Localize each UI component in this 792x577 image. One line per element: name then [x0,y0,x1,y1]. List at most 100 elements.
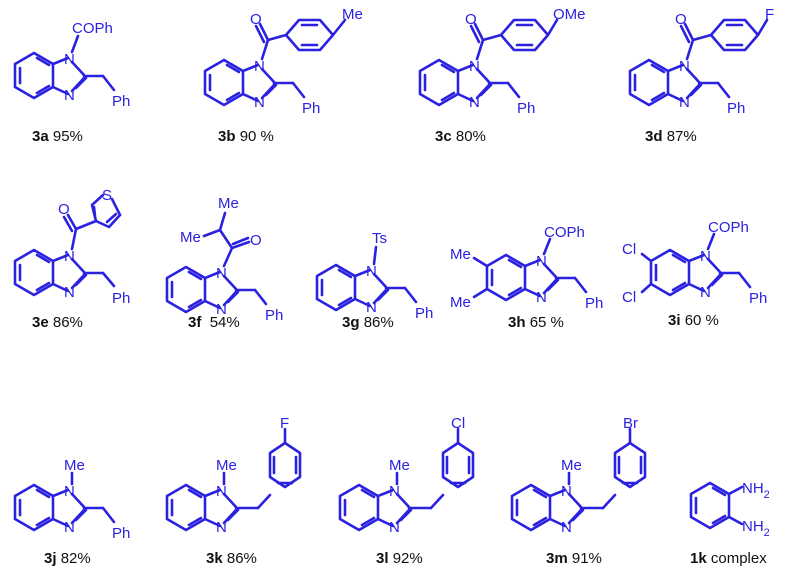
amine-upper: NH2 [742,480,770,501]
compound-3i: COPh Cl Cl N N Ph [622,219,792,332]
structure-1k: NH2 NH2 [689,480,770,539]
caption-3d: 3d 87% [645,128,697,145]
atom-n3: N [216,301,227,318]
atom-n3: N [64,519,75,536]
benzylic-group: Ph [112,93,130,110]
compound-result: 86% [363,314,394,331]
para-substituent: Br [623,415,638,432]
benzylic-group: Ph [112,525,130,542]
atom-n3: N [469,94,480,111]
compound-id: 3c [435,128,452,145]
benzylic-group: Ph [749,290,767,307]
compound-id: 1k [690,550,707,567]
n-substituent: Ts [372,230,387,247]
compound-3h: COPh Me Me N N Ph [450,224,620,335]
caption-3e-text: 3e 86% [32,314,83,331]
compound-result: 65 % [529,314,564,331]
ring-chloro-lower: Cl [622,289,636,306]
compound-3f: Me Me O N N Ph [160,190,310,330]
compound-id: 3a [32,128,49,145]
compound-3b: O N N Me Ph 3b 90 % [190,0,380,150]
compound-id: 3i [668,312,681,329]
ring-methyl-upper: Me [450,246,471,263]
atom-n3: N [64,284,75,301]
para-substituent: OMe [553,6,586,23]
atom-n1: N [389,483,400,500]
atom-n3: N [254,94,265,111]
amine-label-part: NH [742,480,764,497]
atom-n1: N [700,248,711,265]
compound-id: 3m [546,550,568,567]
compound-3d: O N N F Ph 3d 87% [615,0,785,150]
compound-result: 92% [392,550,423,567]
compound-result: 86% [226,550,257,567]
methyl-top: Me [218,195,239,212]
caption-3b: 3b 90 % [218,128,274,145]
atom-n3: N [389,519,400,536]
compound-3c: O N N OMe Ph 3c 80% [405,0,595,150]
caption-3f: 3f 54% [188,314,240,331]
carbonyl-oxygen: O [465,11,477,28]
para-substituent: Cl [451,415,465,432]
ring-chloro-upper: Cl [622,241,636,258]
atom-n3: N [216,519,227,536]
atom-n3: N [561,519,572,536]
compound-3j: Me N N Ph [0,455,150,555]
benzylic-group: Ph [302,100,320,117]
para-substituent: F [280,415,289,432]
atom-n1: N [216,265,227,282]
structure-3b: O N N Me Ph [203,6,363,117]
carbonyl-oxygen: O [58,201,70,218]
compound-3k: Me F N N [160,415,330,545]
caption-3g: 3g 86% [342,314,394,331]
benzylic-group: Ph [727,100,745,117]
structure-3c: O N N OMe Ph [418,6,586,117]
amine-label-part: 2 [764,527,770,539]
caption-3a: 3a 95% [32,128,83,145]
n-substituent: Me [389,457,410,474]
atom-n3: N [536,289,547,306]
caption-1k: 1k complex [690,550,767,567]
compound-result: 60 % [684,312,719,329]
compound-3a: N N COPh Ph 3a 95% [0,0,160,150]
compound-result: 95% [52,128,83,145]
amine-lower: NH2 [742,518,770,539]
caption-3m: 3m 91% [546,550,602,567]
atom-n3: N [700,284,711,301]
structure-3h: COPh Me Me N N Ph [450,224,603,312]
para-substituent: Me [342,6,363,23]
benzylic-group: Ph [415,305,433,322]
carbonyl-oxygen: O [250,11,262,28]
compound-3e: O S N N Ph [0,185,160,335]
compound-id: 3b [218,128,236,145]
compound-result: 91% [571,550,602,567]
atom-n1: N [64,248,75,265]
n-substituent: COPh [544,224,585,241]
atom-n1: N [64,51,75,68]
structure-3d: O N N F Ph [628,6,774,117]
n-substituent: Me [64,457,85,474]
atom-n3: N [366,299,377,316]
para-substituent: F [765,6,774,23]
caption-3l: 3l 92% [376,550,423,567]
structure-3a: N N COPh Ph [13,20,130,110]
benzylic-group: Ph [585,295,603,312]
benzylic-group: Ph [112,290,130,307]
compound-id: 3k [206,550,223,567]
structure-3k: Me F N N [165,415,302,536]
compound-id: 3f [188,314,202,331]
atom-n1: N [254,58,265,75]
compound-3m: Me Br N N [505,415,675,545]
structure-3m: Me Br N N [510,415,647,536]
carbonyl-oxygen: O [250,232,262,249]
structure-3l: Me Cl N N [338,415,475,536]
atom-n1: N [216,483,227,500]
atom-n1: N [366,263,377,280]
structure-3i: COPh Cl Cl N N Ph [622,219,767,307]
structure-3e: O S N N Ph [13,187,130,307]
compound-3l: Me Cl N N [333,415,503,545]
ring-methyl-lower: Me [450,294,471,311]
amine-label-part: 2 [764,489,770,501]
atom-n1: N [679,58,690,75]
